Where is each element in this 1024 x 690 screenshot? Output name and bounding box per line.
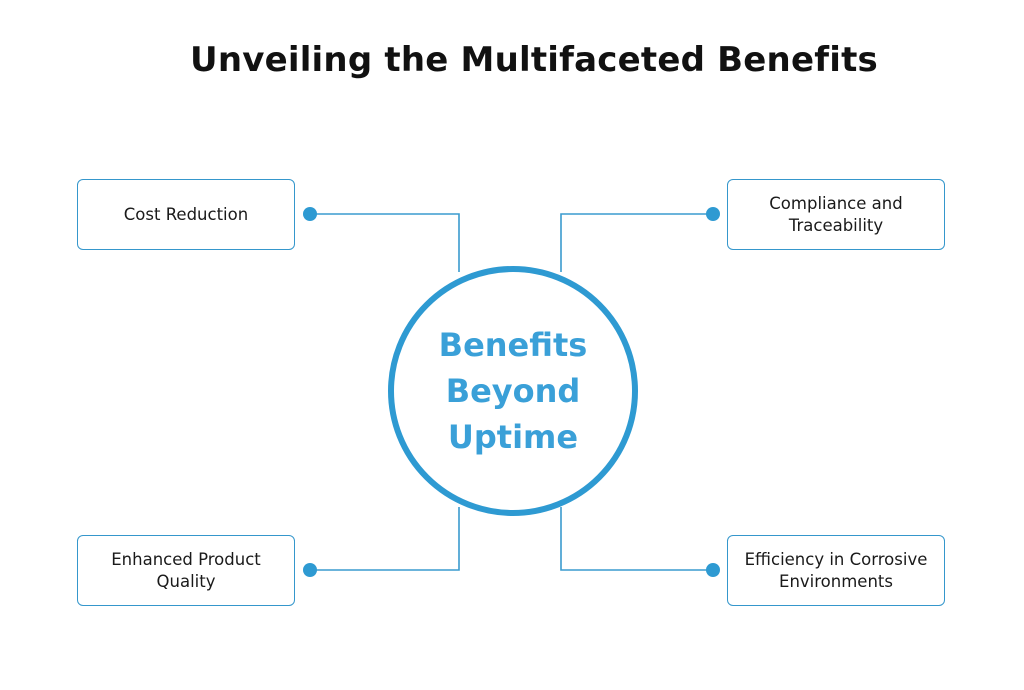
center-node: Benefits Beyond Uptime (388, 266, 638, 516)
node-top-right: Compliance and Traceability (727, 179, 945, 250)
connector-dot-top-right (706, 207, 720, 221)
center-node-label: Benefits Beyond Uptime (438, 326, 588, 456)
connector-dot-top-left (303, 207, 317, 221)
node-bottom-right-label: Efficiency in Corrosive Environments (744, 549, 928, 591)
connector-bottom-left (310, 507, 460, 571)
node-top-left: Cost Reduction (77, 179, 295, 250)
diagram-title: Unveiling the Multifaceted Benefits (190, 40, 878, 80)
connector-bottom-right (560, 507, 713, 571)
connector-dot-bottom-left (303, 563, 317, 577)
connector-dot-bottom-right (706, 563, 720, 577)
node-top-right-label: Compliance and Traceability (769, 193, 903, 235)
node-top-left-label: Cost Reduction (123, 204, 249, 224)
node-bottom-left-label: Enhanced Product Quality (111, 549, 261, 591)
node-bottom-right: Efficiency in Corrosive Environments (727, 535, 945, 606)
connector-top-right (560, 213, 713, 272)
node-bottom-left: Enhanced Product Quality (77, 535, 295, 606)
connector-top-left (310, 213, 460, 272)
